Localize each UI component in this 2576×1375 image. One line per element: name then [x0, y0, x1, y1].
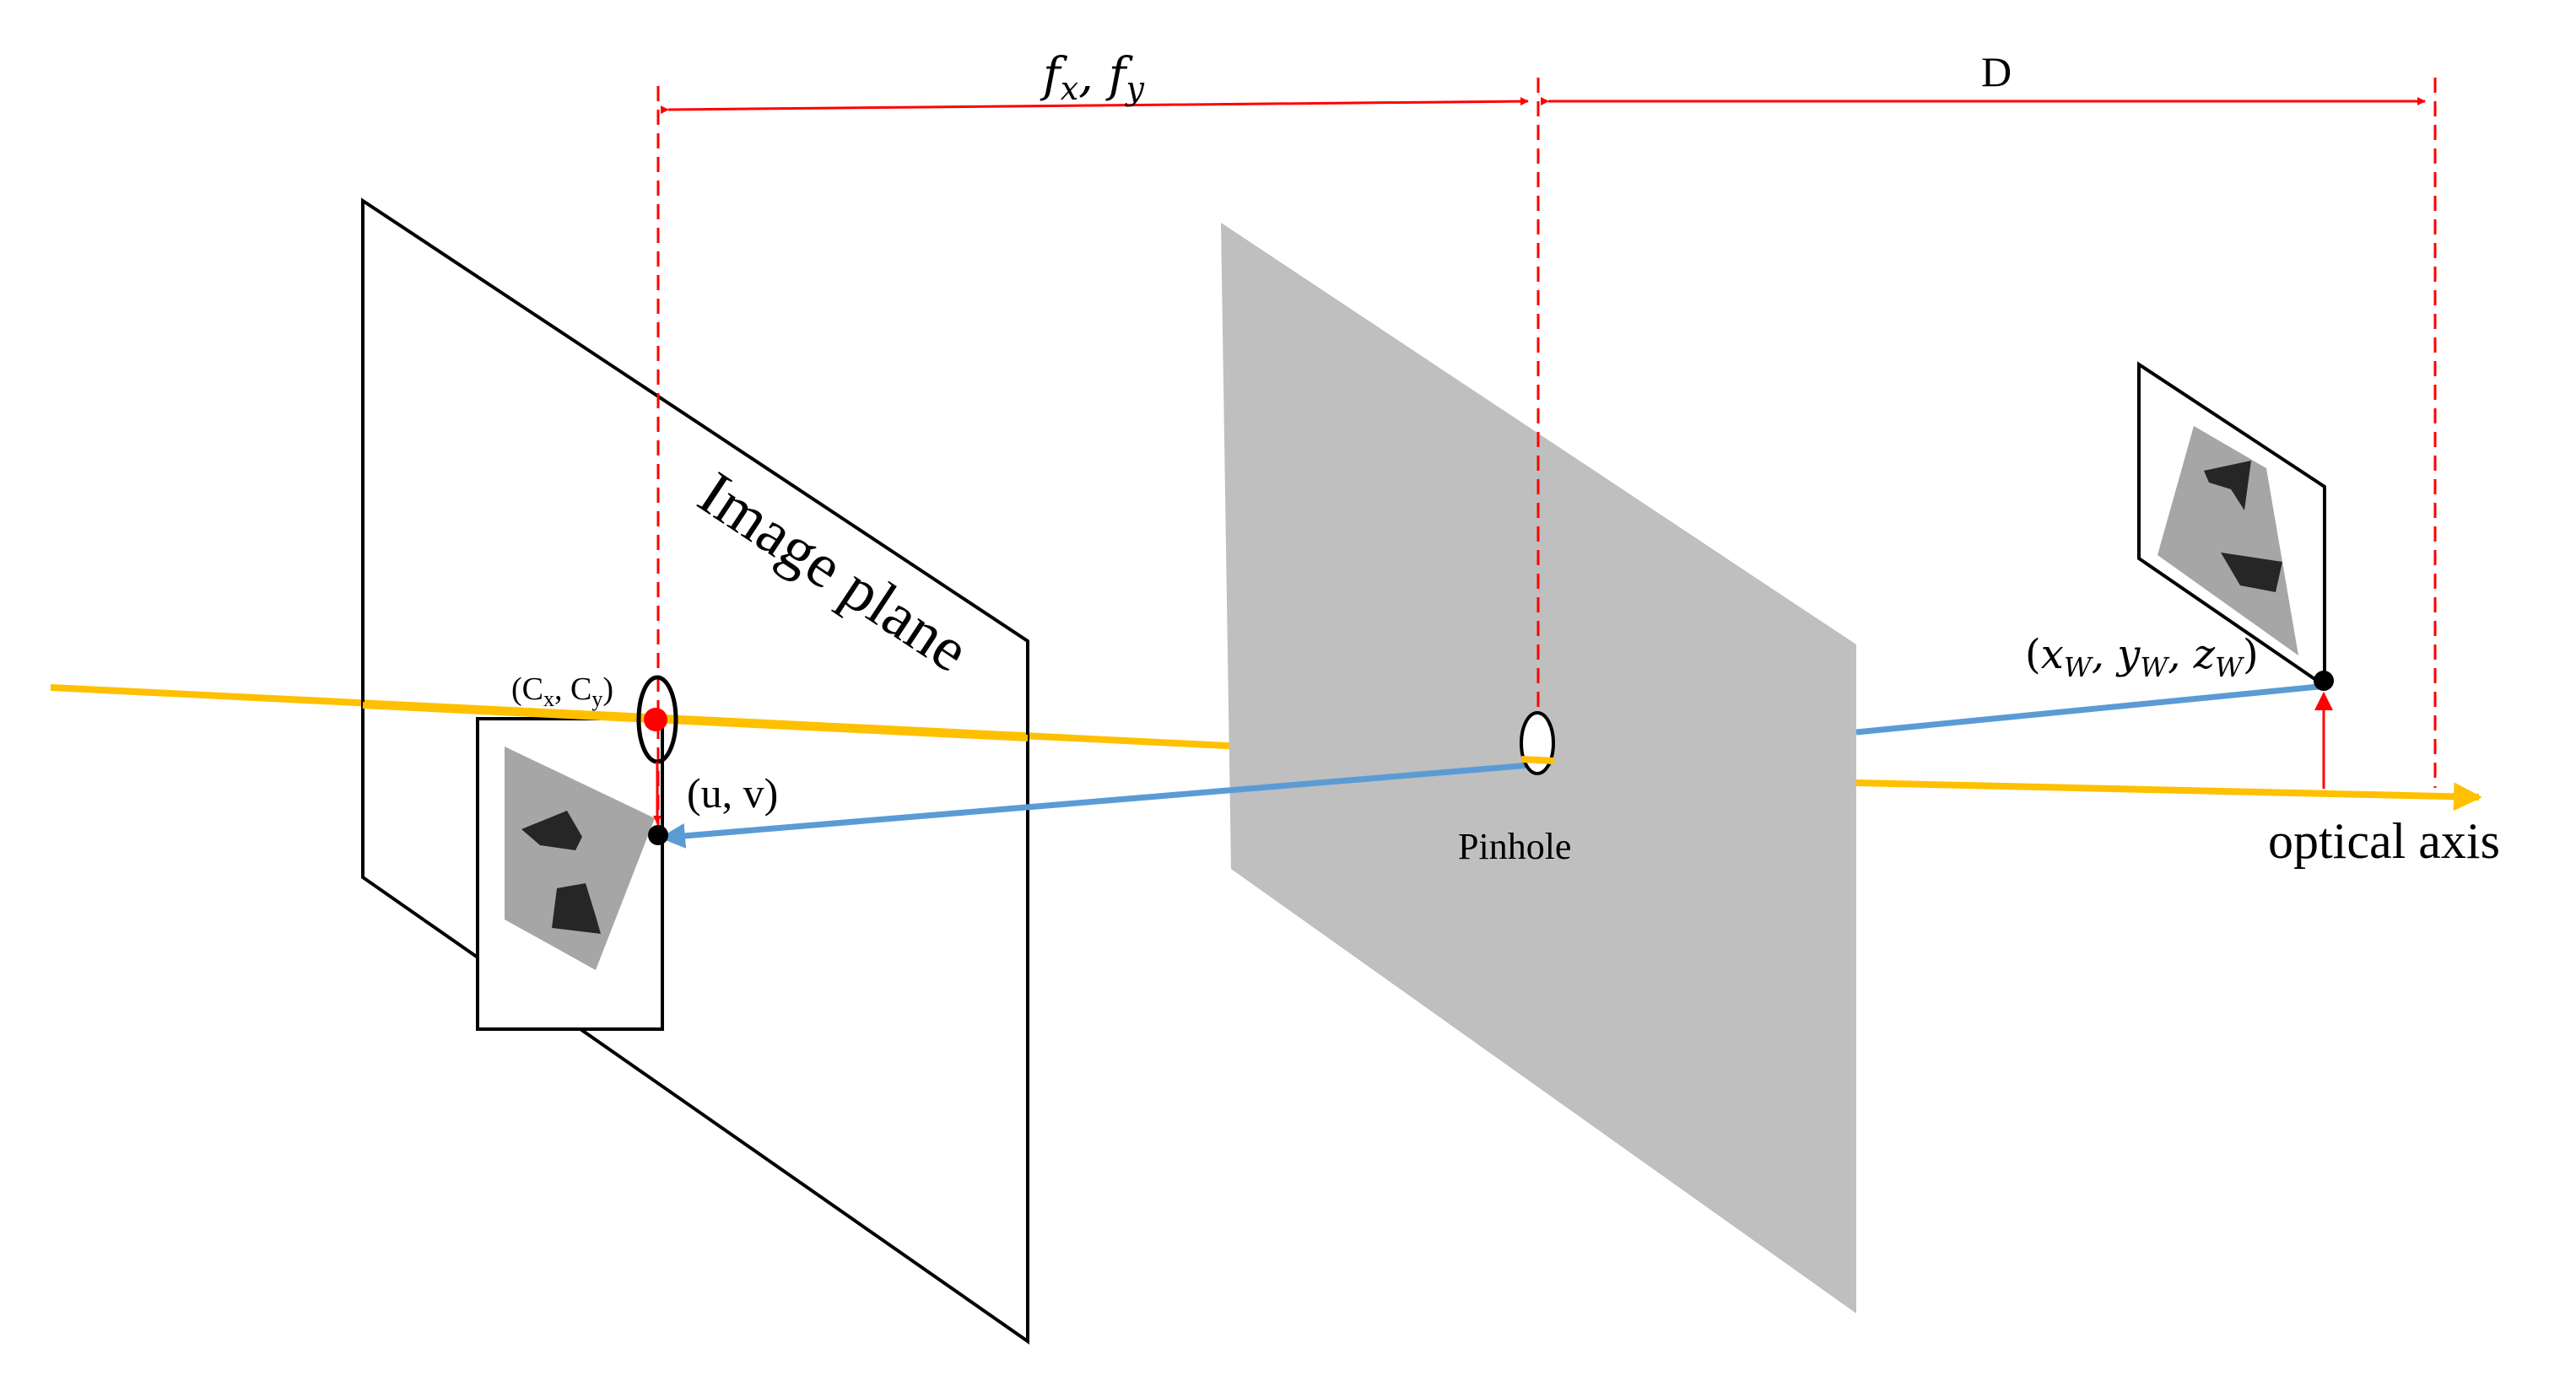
- world-point-label: (xW, yW, zW): [2025, 631, 2259, 683]
- optical-axis-right-segment: [1855, 779, 2482, 812]
- projected-feature-upper: [521, 811, 582, 850]
- pinhole-label: Pinhole: [1458, 826, 1571, 867]
- principal-point-label: (Cx, Cy): [511, 671, 613, 711]
- focal-length-label: fx, fy: [1040, 48, 1145, 107]
- optical-axis-through-pinhole: [1520, 756, 1555, 764]
- light-ray-world-segment: [1855, 682, 2328, 736]
- world-feature-lower: [2221, 553, 2282, 592]
- projected-feature-lower: [552, 883, 601, 934]
- optical-axis-label: optical axis: [2268, 813, 2500, 869]
- optical-axis-image-plane-segment: [362, 702, 1029, 741]
- projected-object-shape: [505, 747, 655, 970]
- image-point-marker: [648, 825, 668, 845]
- image-plane: [361, 197, 1029, 1345]
- distance-label: D: [1981, 48, 2012, 95]
- light-ray-image-segment: [660, 760, 1552, 849]
- world-point-marker: [2314, 671, 2334, 691]
- world-feature-upper: [2204, 461, 2251, 510]
- image-point-label: (u, v): [687, 769, 778, 817]
- world-object-shape: [2157, 426, 2298, 655]
- pinhole-aperture: [1520, 711, 1555, 775]
- focal-length-dimension: [660, 97, 1529, 115]
- image-plane-label: Image plane: [687, 459, 980, 686]
- principal-point-marker: [644, 708, 667, 731]
